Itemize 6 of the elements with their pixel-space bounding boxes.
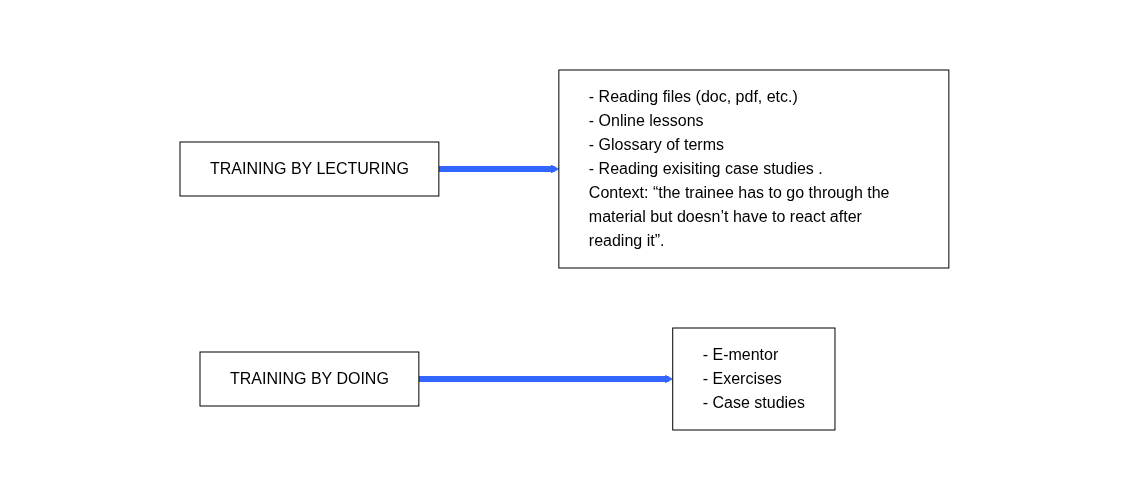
node-box: - E-mentor - Exercises - Case studies [671,327,836,430]
arrow [438,164,559,173]
node-box: - Reading files (doc, pdf, etc.) - Online lessons - Glossary of terms - Reading exisiting case studies . Context: “the trainee has to go through the material but doesn’t have to react after reading it”. [557,69,949,268]
node-box: TRAINING BY DOING [199,351,419,406]
arrow [418,374,673,383]
node-box: TRAINING BY LECTURING [179,141,439,196]
